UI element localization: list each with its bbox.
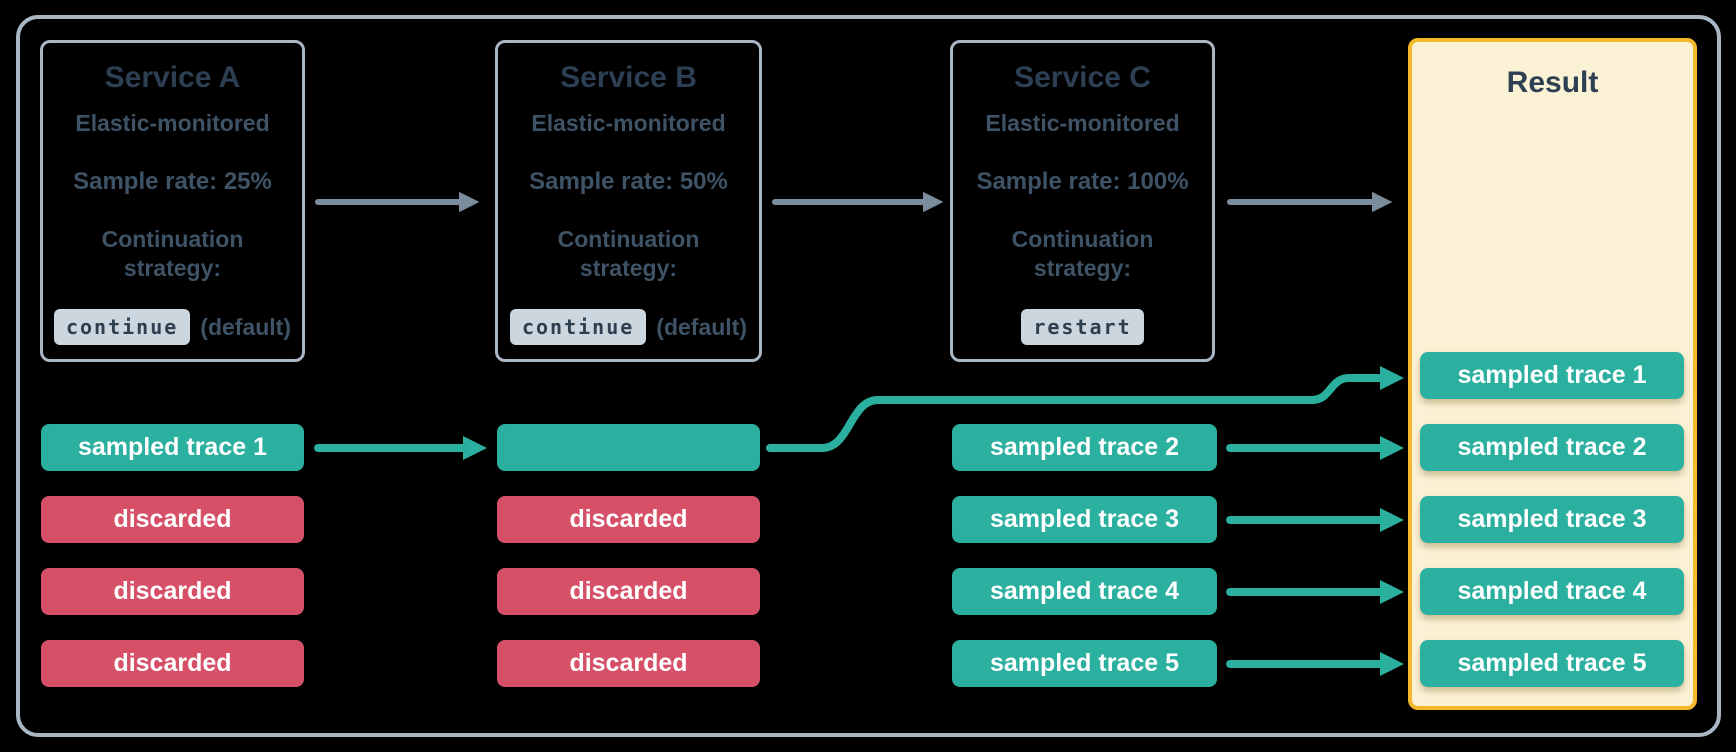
service-c-continuation-label: Continuation strategy: xyxy=(1011,226,1154,281)
service-a-box: Service A Elastic-monitored Sample rate:… xyxy=(40,40,305,362)
service-a-strategy-row: continue (default) xyxy=(53,309,292,345)
service-c-strategy-row: restart xyxy=(1021,309,1144,345)
service-a-title: Service A xyxy=(104,61,241,94)
service-b-sample-rate: Sample rate: 50% xyxy=(529,168,728,195)
service-b-strategy-row: continue (default) xyxy=(509,309,748,345)
lane-a-discarded-chip: discarded xyxy=(41,568,304,615)
diagram-outer-frame xyxy=(16,15,1721,737)
service-a-continuation-label: Continuation strategy: xyxy=(101,226,244,281)
service-a-strategy-code-chip: continue xyxy=(53,309,191,345)
service-a-sample-rate: Sample rate: 25% xyxy=(73,168,272,195)
result-trace-chip-3: sampled trace 3 xyxy=(1420,496,1684,543)
lane-c-sampled-trace-chip: sampled trace 5 xyxy=(952,640,1217,687)
lane-a-discarded-chip: discarded xyxy=(41,496,304,543)
lane-b-discarded-chip: discarded xyxy=(497,496,760,543)
lane-a-sampled-trace-chip: sampled trace 1 xyxy=(41,424,304,471)
result-trace-chip-5: sampled trace 5 xyxy=(1420,640,1684,687)
service-b-continuation-label: Continuation strategy: xyxy=(557,226,700,281)
service-b-strategy-code-chip: continue xyxy=(509,309,647,345)
service-b-monitored-label: Elastic-monitored xyxy=(531,110,726,136)
service-c-sample-rate: Sample rate: 100% xyxy=(976,168,1189,195)
lane-c-sampled-trace-chip: sampled trace 2 xyxy=(952,424,1217,471)
service-b-box: Service B Elastic-monitored Sample rate:… xyxy=(495,40,762,362)
service-c-box: Service C Elastic-monitored Sample rate:… xyxy=(950,40,1215,362)
service-c-strategy-code-chip: restart xyxy=(1021,309,1144,345)
result-trace-chip-1: sampled trace 1 xyxy=(1420,352,1684,399)
result-trace-chip-2: sampled trace 2 xyxy=(1420,424,1684,471)
lane-b-discarded-chip: discarded xyxy=(497,568,760,615)
lane-b-discarded-chip: discarded xyxy=(497,640,760,687)
service-c-monitored-label: Elastic-monitored xyxy=(985,110,1180,136)
lane-c-sampled-trace-chip: sampled trace 4 xyxy=(952,568,1217,615)
service-a-monitored-label: Elastic-monitored xyxy=(75,110,270,136)
service-c-title: Service C xyxy=(1014,61,1151,94)
service-b-title: Service B xyxy=(560,61,697,94)
lane-c-sampled-trace-chip: sampled trace 3 xyxy=(952,496,1217,543)
lane-b-sampled-trace-chip-unlabeled xyxy=(497,424,760,471)
service-a-strategy-default-label: (default) xyxy=(200,313,292,340)
result-title: Result xyxy=(1506,66,1599,99)
service-b-strategy-default-label: (default) xyxy=(656,313,748,340)
lane-a-discarded-chip: discarded xyxy=(41,640,304,687)
result-trace-chip-4: sampled trace 4 xyxy=(1420,568,1684,615)
